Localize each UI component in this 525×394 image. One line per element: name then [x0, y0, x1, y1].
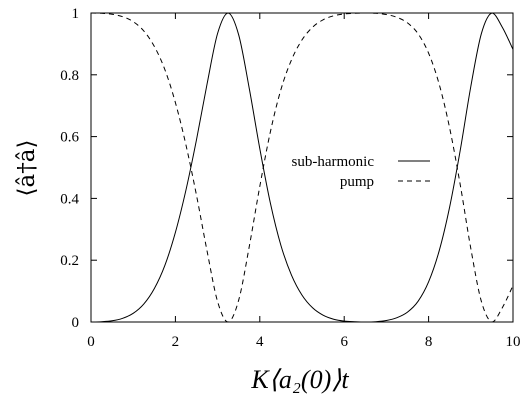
x-tick-label: 4 — [256, 334, 264, 350]
series-layer — [90, 12, 514, 323]
x-tick-label: 2 — [172, 334, 180, 350]
x-axis-title: K⟨a₂(0)⟩t — [250, 365, 349, 394]
x-tick-label: 8 — [425, 334, 433, 350]
y-tick-label: 0.8 — [60, 68, 79, 84]
y-tick-labels: 0 0.2 0.4 0.6 0.8 1 — [60, 6, 79, 331]
x-tick-labels: 0 2 4 6 8 10 — [87, 334, 520, 350]
legend-label-sub-harmonic: sub-harmonic — [292, 154, 375, 170]
y-tick-label: 0.6 — [60, 130, 79, 146]
y-tick-label: 0 — [72, 315, 80, 331]
y-tick-label: 0.2 — [60, 253, 79, 269]
plot-frame — [90, 12, 514, 323]
series-line-sub-harmonic — [90, 12, 514, 323]
y-tick-label: 0.4 — [60, 191, 79, 207]
x-tick-label: 6 — [340, 334, 348, 350]
x-tick-label: 0 — [87, 334, 95, 350]
legend: sub-harmonic pump — [292, 154, 430, 190]
legend-label-pump: pump — [340, 174, 374, 190]
x-tick-label: 10 — [506, 334, 521, 350]
y-tick-label: 1 — [72, 6, 80, 22]
series-line-pump — [90, 12, 514, 323]
y-axis-title: ⟨â†â⟩ — [14, 140, 40, 197]
